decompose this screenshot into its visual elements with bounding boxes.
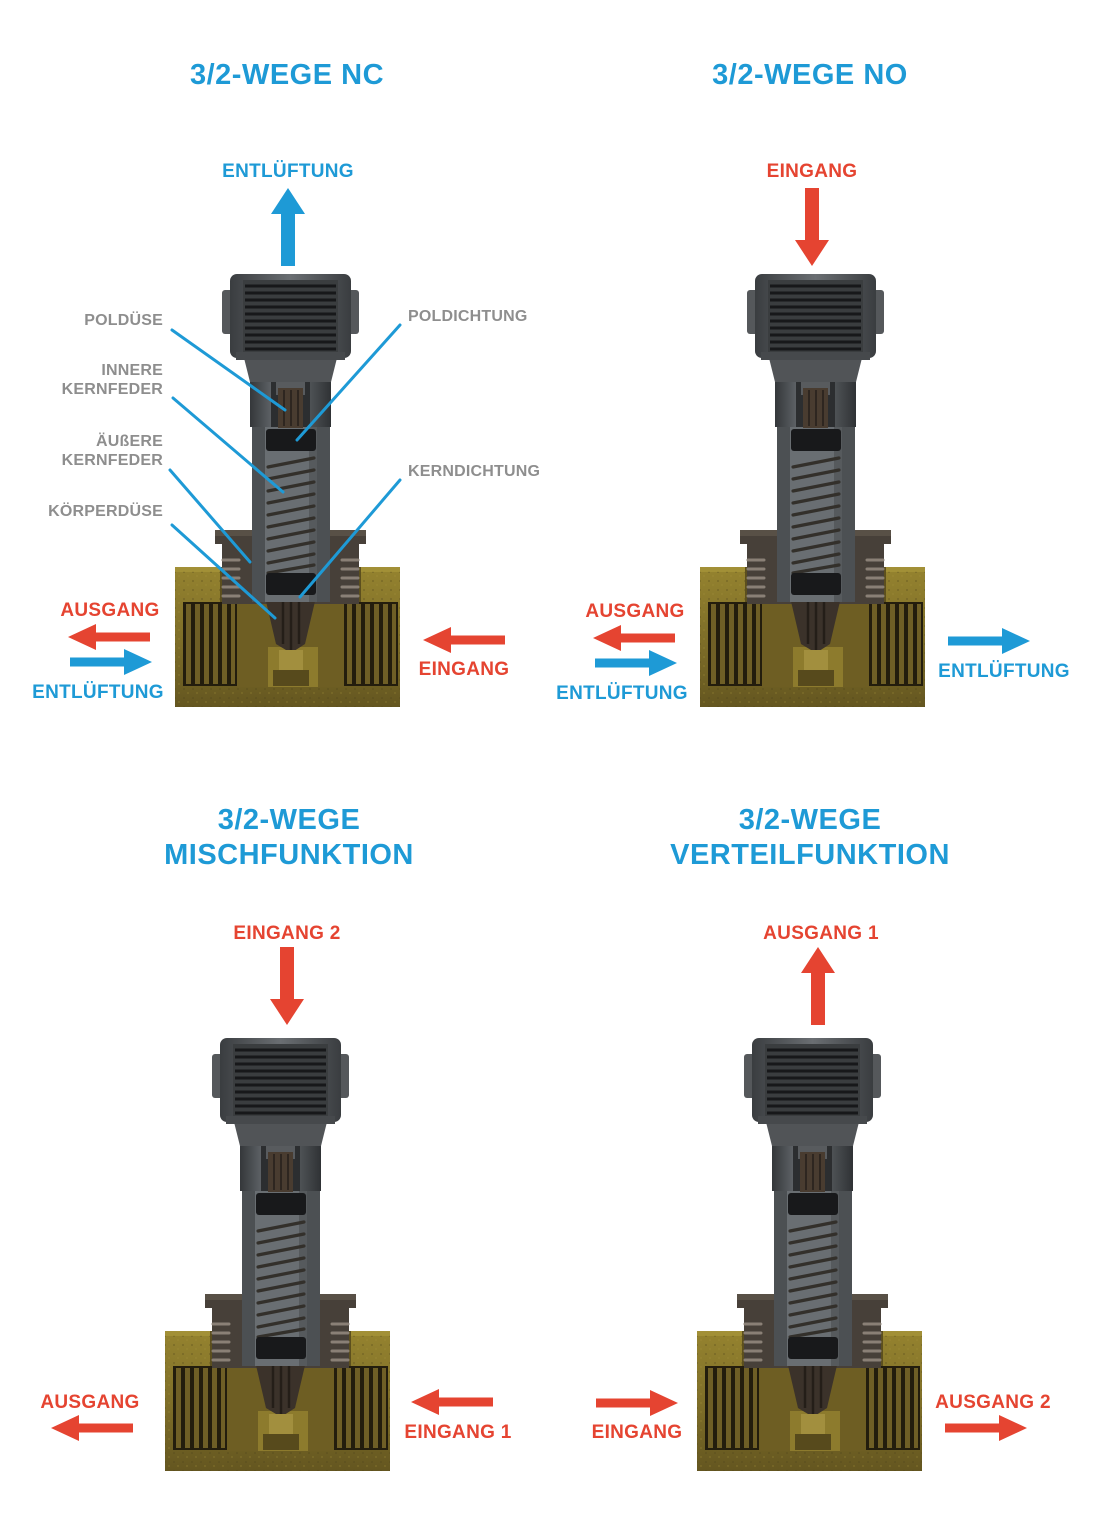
flow-label-eingang: EINGANG xyxy=(591,1422,683,1443)
arrow-left-icon xyxy=(68,624,150,650)
flow-label-eingang1: EINGANG 1 xyxy=(404,1422,512,1443)
arrow-right-icon xyxy=(948,628,1030,654)
part-label-koerperduese: KÖRPERDÜSE xyxy=(48,503,163,520)
arrow-right-icon xyxy=(595,650,677,676)
flow-label-ausgang: AUSGANG xyxy=(60,600,160,621)
flow-label-ausgang2: AUSGANG 2 xyxy=(935,1392,1051,1413)
arrow-down-icon xyxy=(795,188,829,266)
arrow-left-icon xyxy=(423,627,505,653)
flow-label-eingang2-top: EINGANG 2 xyxy=(233,923,341,944)
valve-cutaway-illustration xyxy=(163,1036,392,1471)
arrow-up-icon xyxy=(271,188,305,266)
arrow-down-icon xyxy=(270,947,304,1025)
panel-title-verteilfunktion: 3/2-WEGE VERTEILFUNKTION xyxy=(670,804,950,871)
flow-label-ausgang: AUSGANG xyxy=(40,1392,140,1413)
part-label-kerndichtung: KERNDICHTUNG xyxy=(408,463,541,480)
flow-label-eingang-top: EINGANG xyxy=(766,161,858,182)
arrow-left-icon xyxy=(593,625,675,651)
valve-cutaway-illustration xyxy=(173,272,402,707)
flow-label-ausgang1-top: AUSGANG 1 xyxy=(763,923,879,944)
arrow-right-icon xyxy=(945,1415,1027,1441)
arrow-up-icon xyxy=(801,947,835,1025)
panel-title-nc: 3/2-WEGE NC xyxy=(189,59,385,91)
part-label-poldichtung: POLDICHTUNG xyxy=(408,308,528,325)
part-label-aeussere-kernfeder: ÄUßERE KERNFEDER xyxy=(61,433,163,469)
flow-label-entlueftung: ENTLÜFTUNG xyxy=(556,683,688,704)
arrow-left-icon xyxy=(51,1415,133,1441)
part-label-polduese: POLDÜSE xyxy=(84,312,163,329)
part-label-innere-kernfeder: INNERE KERNFEDER xyxy=(61,362,163,398)
arrow-right-icon xyxy=(596,1390,678,1416)
arrow-left-icon xyxy=(411,1389,493,1415)
panel-title-mischfunktion: 3/2-WEGE MISCHFUNKTION xyxy=(164,804,414,871)
valve-cutaway-illustration xyxy=(698,272,927,707)
flow-label-entlueftung: ENTLÜFTUNG xyxy=(938,661,1070,682)
flow-label-entlueftung: ENTLÜFTUNG xyxy=(32,682,164,703)
valve-cutaway-illustration xyxy=(695,1036,924,1471)
arrow-right-icon xyxy=(70,649,152,675)
panel-title-no: 3/2-WEGE NO xyxy=(712,59,908,91)
flow-label-ausgang: AUSGANG xyxy=(585,601,685,622)
flow-label-vent-top: ENTLÜFTUNG xyxy=(222,161,354,182)
flow-label-eingang: EINGANG xyxy=(418,659,510,680)
